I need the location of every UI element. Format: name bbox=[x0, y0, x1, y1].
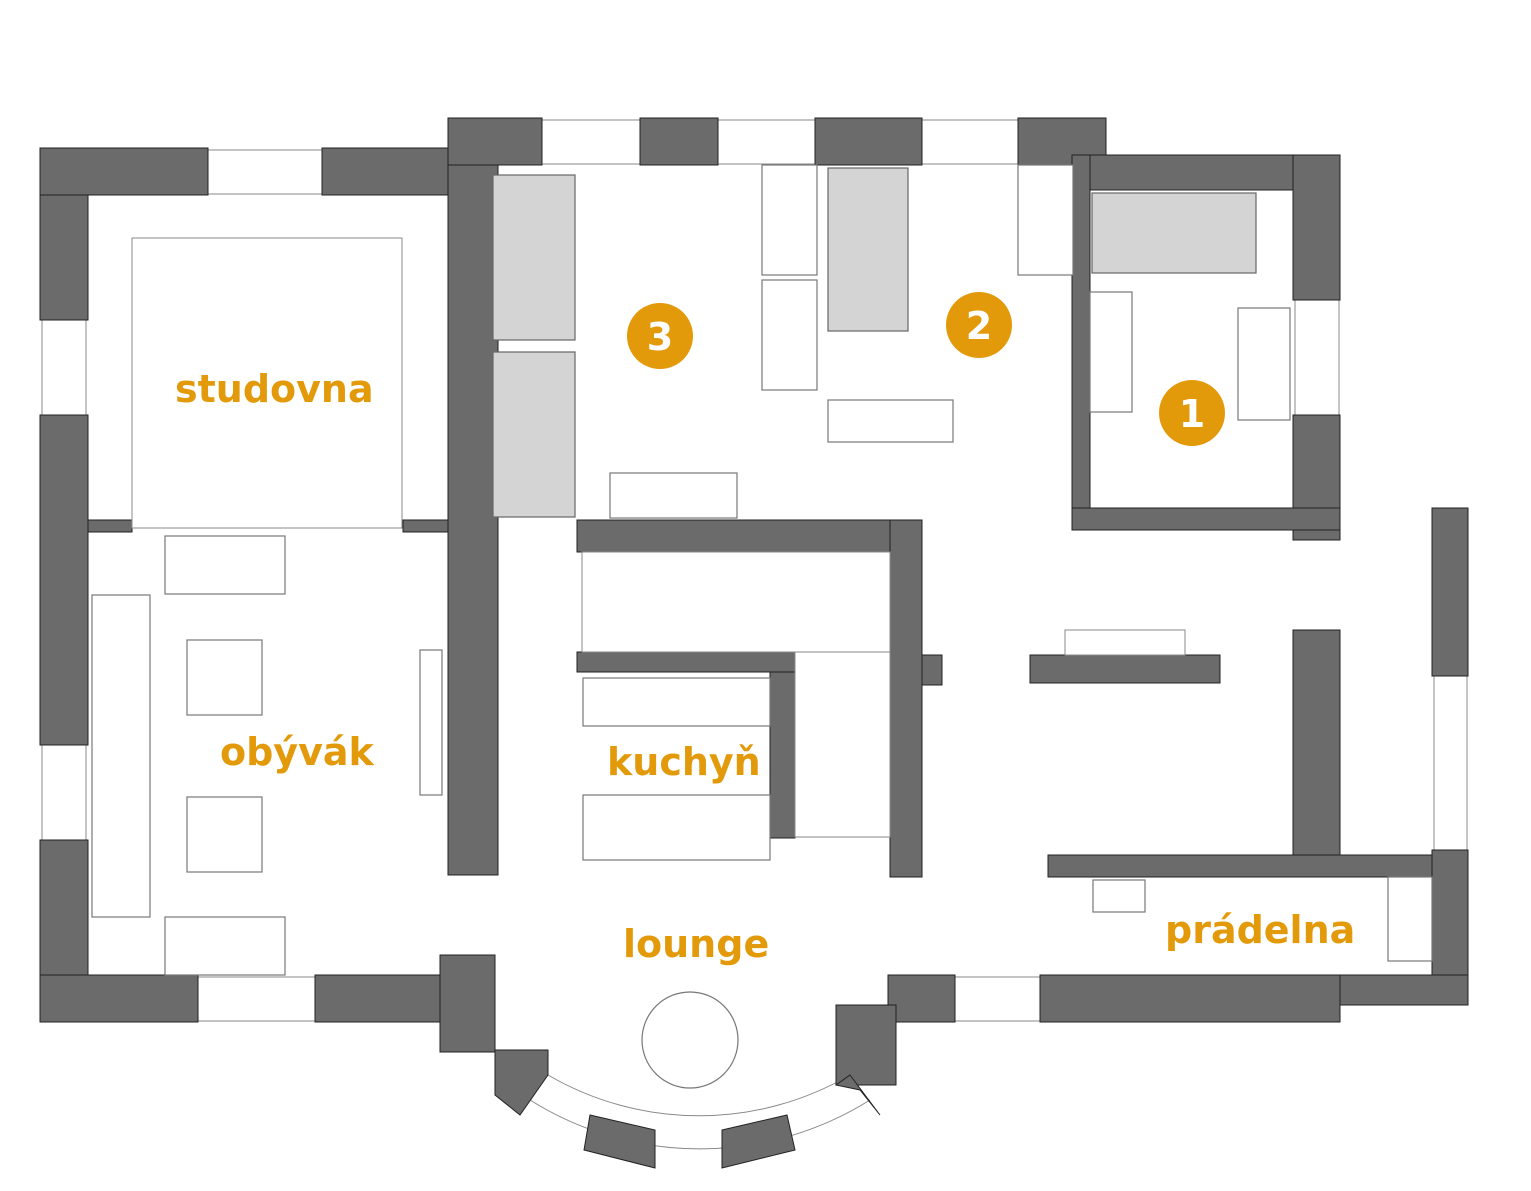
furniture bbox=[91, 164, 1433, 1089]
walls bbox=[39, 117, 1469, 1169]
bedroom-marker-2: 2 bbox=[946, 292, 1012, 358]
room-label-pradelna: prádelna bbox=[1165, 908, 1355, 952]
bedroom-marker-3: 3 bbox=[627, 303, 693, 369]
room-label-obyvak: obývák bbox=[220, 730, 374, 774]
bedroom-markers: 1 2 3 bbox=[627, 292, 1225, 446]
windows bbox=[41, 119, 1468, 1150]
room-label-kuchyn: kuchyň bbox=[607, 740, 761, 784]
room-label-lounge: lounge bbox=[623, 922, 769, 966]
bedroom-number: 2 bbox=[966, 304, 992, 348]
room-label-studovna: studovna bbox=[175, 367, 374, 411]
bedroom-marker-1: 1 bbox=[1159, 380, 1225, 446]
bedroom-number: 3 bbox=[647, 315, 673, 359]
bedroom-number: 1 bbox=[1179, 392, 1205, 436]
room-labels: studovna obývák kuchyň lounge prádelna bbox=[175, 367, 1355, 966]
